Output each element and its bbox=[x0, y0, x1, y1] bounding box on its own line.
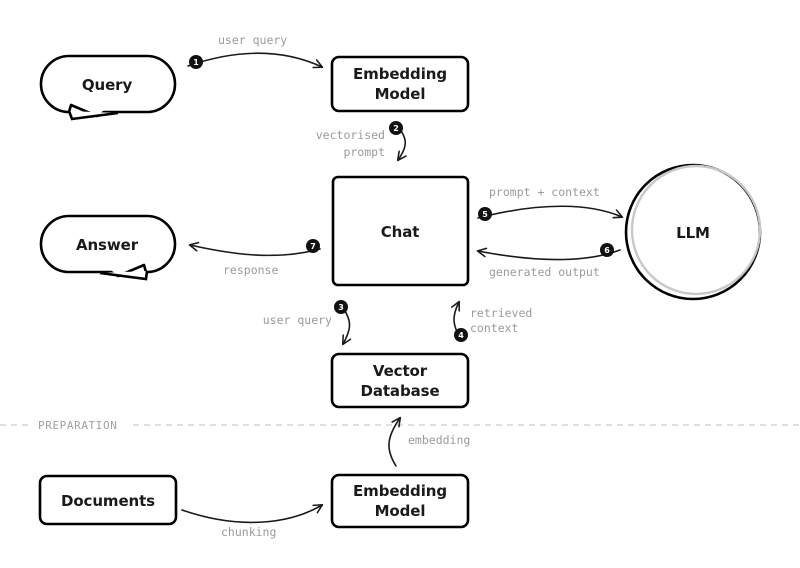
step-badge-5: 5 bbox=[478, 207, 492, 221]
edge-retrieved-context: retrieved context 4 bbox=[451, 300, 532, 342]
node-llm-label: LLM bbox=[676, 224, 710, 242]
step-badge-1: 1 bbox=[189, 55, 203, 69]
node-documents-label: Documents bbox=[61, 492, 155, 510]
step-badge-7: 7 bbox=[306, 239, 320, 253]
preparation-divider-label: PREPARATION bbox=[38, 419, 117, 432]
edge-label-retrieved: retrieved bbox=[470, 306, 532, 320]
preparation-divider: PREPARATION bbox=[0, 419, 800, 432]
node-chat[interactable]: Chat bbox=[331, 175, 470, 287]
edge-label-embedding: embedding bbox=[408, 433, 470, 447]
edge-chunking: chunking bbox=[181, 503, 324, 539]
edge-vectorised-prompt: vectorised prompt 2 bbox=[316, 121, 407, 162]
node-embedding-model-top-label-line2: Model bbox=[375, 85, 426, 103]
step-badge-2-text: 2 bbox=[393, 124, 399, 133]
node-answer-label: Answer bbox=[76, 236, 139, 254]
node-chat-label: Chat bbox=[381, 223, 420, 241]
node-vector-database-label-line1: Vector bbox=[373, 362, 428, 380]
edge-label-user-query-1: user query bbox=[218, 33, 287, 47]
edge-response: response 7 bbox=[188, 239, 321, 277]
node-vector-database[interactable]: Vector Database bbox=[330, 352, 470, 409]
edge-label-vectorised: vectorised bbox=[316, 128, 385, 142]
step-badge-6-text: 6 bbox=[604, 246, 610, 255]
edge-label-chunking: chunking bbox=[221, 525, 276, 539]
node-embedding-model-bottom-label-line2: Model bbox=[375, 502, 426, 520]
node-llm[interactable]: LLM bbox=[624, 163, 762, 301]
node-embedding-model-top[interactable]: Embedding Model bbox=[330, 55, 470, 113]
node-documents[interactable]: Documents bbox=[38, 474, 178, 526]
edge-generated-output: generated output 6 bbox=[476, 243, 621, 279]
edge-user-query-to-embedding: user query 1 bbox=[187, 33, 324, 69]
edge-prompt-plus-context: prompt + context 5 bbox=[477, 185, 624, 221]
step-badge-4: 4 bbox=[454, 328, 468, 342]
step-badge-3-text: 3 bbox=[338, 303, 344, 312]
step-badge-6: 6 bbox=[600, 243, 614, 257]
node-embedding-model-bottom[interactable]: Embedding Model bbox=[330, 473, 470, 529]
edge-embedding: embedding bbox=[388, 416, 470, 467]
edge-label-user-query-3: user query bbox=[263, 313, 332, 327]
step-badge-4-text: 4 bbox=[458, 331, 464, 340]
edge-user-query-to-vectordb: user query 3 bbox=[263, 300, 352, 346]
node-query[interactable]: Query bbox=[39, 54, 177, 121]
step-badge-3: 3 bbox=[334, 300, 348, 314]
node-embedding-model-bottom-label-line1: Embedding bbox=[353, 482, 447, 500]
node-query-label: Query bbox=[82, 76, 133, 94]
edge-label-generated-output: generated output bbox=[489, 265, 600, 279]
edge-label-prompt-context: prompt + context bbox=[489, 185, 600, 199]
edge-label-response: response bbox=[223, 263, 278, 277]
edge-label-context: context bbox=[470, 321, 518, 335]
step-badge-5-text: 5 bbox=[482, 210, 488, 219]
step-badge-1-text: 1 bbox=[193, 58, 199, 67]
node-answer[interactable]: Answer bbox=[39, 214, 177, 281]
edge-label-prompt: prompt bbox=[343, 145, 385, 159]
node-embedding-model-top-label-line1: Embedding bbox=[353, 65, 447, 83]
step-badge-7-text: 7 bbox=[310, 242, 316, 251]
node-vector-database-label-line2: Database bbox=[360, 382, 439, 400]
step-badge-2: 2 bbox=[389, 121, 403, 135]
